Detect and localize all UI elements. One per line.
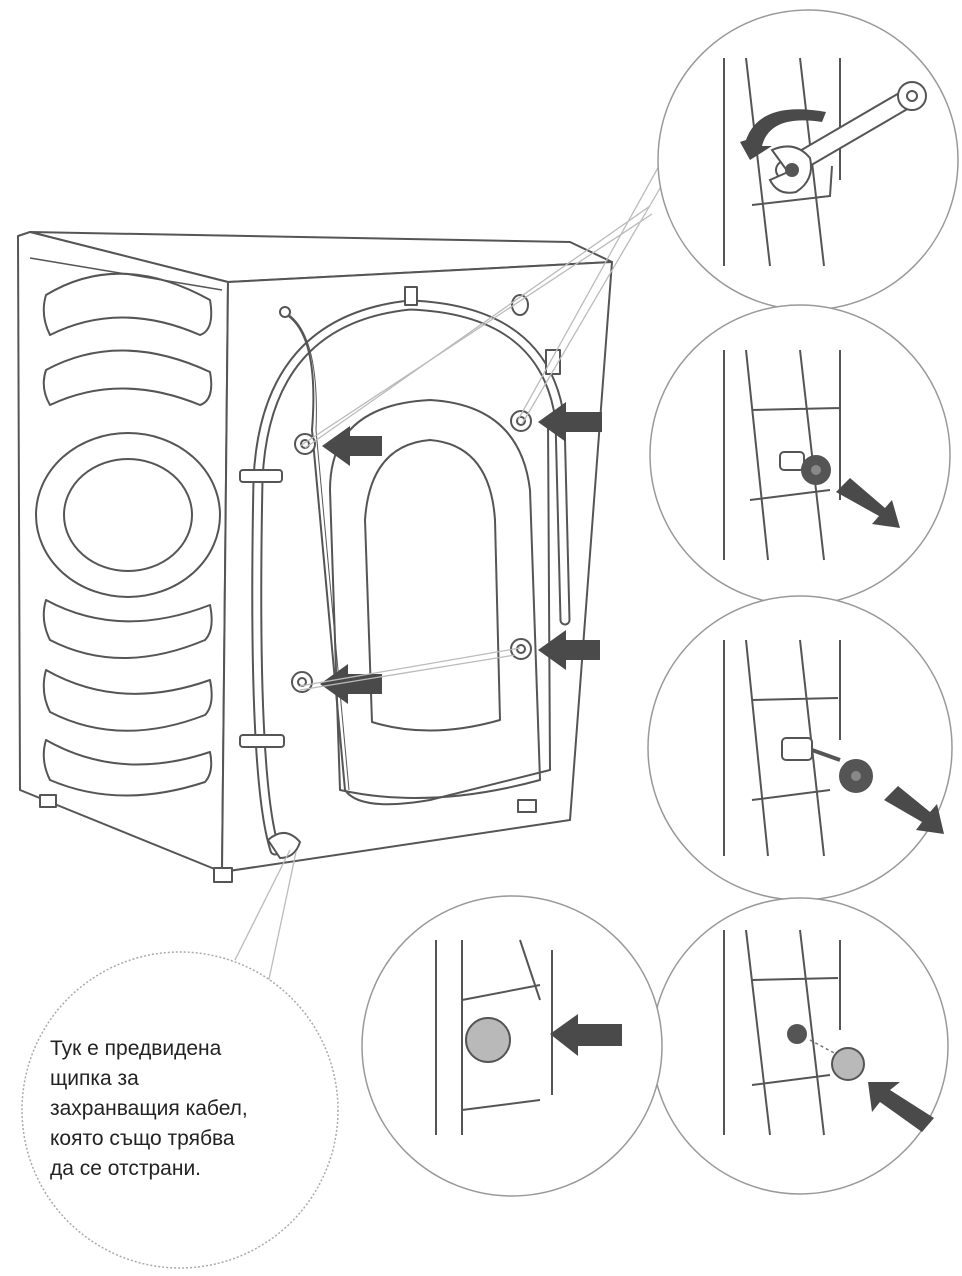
transport-bolt-icon	[779, 451, 831, 485]
callout-line: която също трябва	[50, 1127, 235, 1150]
callout-circle	[21, 951, 339, 1269]
arrow-icon	[538, 402, 602, 442]
front-decor	[35, 272, 221, 797]
machine-front-panel	[17, 231, 229, 873]
arrow-icon	[322, 426, 382, 466]
machine-foot	[39, 794, 57, 808]
hose-clip	[239, 469, 283, 483]
transport-bolt-icon	[294, 433, 316, 455]
washing-machine	[17, 231, 613, 883]
transport-bolt-icon	[781, 737, 873, 793]
machine-foot	[213, 867, 233, 883]
arrow-icon	[884, 786, 944, 834]
drum-outline	[329, 399, 541, 799]
machine-foot	[517, 799, 537, 813]
transport-bolt-icon	[291, 671, 313, 693]
arrow-icon	[868, 1082, 934, 1132]
transport-bolts	[291, 410, 532, 693]
arrow-icon	[836, 478, 900, 528]
arrow-icon	[550, 1014, 622, 1056]
callout-line: щипка за	[50, 1067, 139, 1090]
callout-text: Тук е предвидена щипка за захранващия ка…	[50, 1034, 300, 1184]
transport-bolt-icon	[510, 638, 532, 660]
plug-cap-icon	[465, 1017, 511, 1063]
callout-line: Тук е предвидена	[50, 1037, 222, 1060]
plug-cap-icon	[831, 1047, 865, 1081]
bolt-arrows	[320, 402, 602, 704]
bolt-hole	[787, 1024, 807, 1044]
power-cable	[281, 311, 551, 806]
wrench-icon	[768, 81, 927, 194]
detail-circle-4	[651, 897, 949, 1195]
callout-line: да се отстрани.	[50, 1157, 202, 1180]
arrow-icon	[538, 630, 600, 670]
callout-line: захранващия кабел,	[50, 1097, 248, 1120]
rotate-arrow-icon	[740, 109, 826, 160]
hose-clip	[239, 734, 285, 748]
